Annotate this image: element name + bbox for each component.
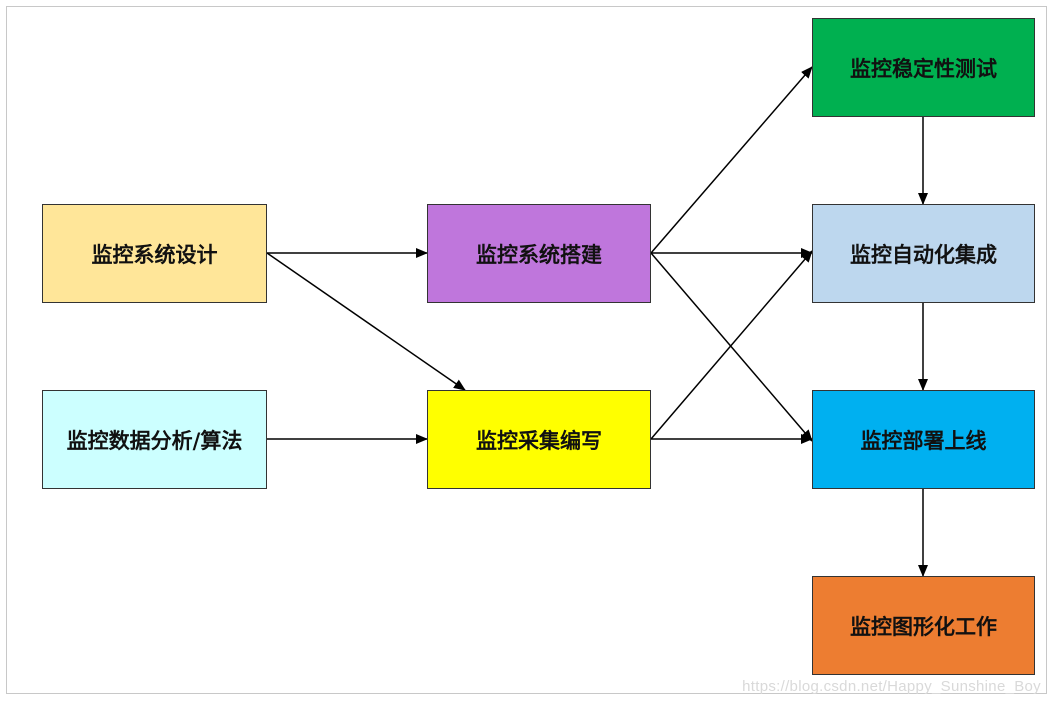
watermark: https://blog.csdn.net/Happy_Sunshine_Boy <box>742 678 1041 695</box>
edge-collect-automation <box>650 250 813 440</box>
edge-build-deploy <box>650 252 813 442</box>
edge-design-collect <box>266 252 466 391</box>
node-automation-label: 监控自动化集成 <box>850 241 997 267</box>
node-stability-label: 监控稳定性测试 <box>850 55 997 81</box>
node-automation: 监控自动化集成 <box>812 204 1035 303</box>
node-collect: 监控采集编写 <box>427 390 651 489</box>
node-build: 监控系统搭建 <box>427 204 651 303</box>
node-visualization: 监控图形化工作 <box>812 576 1035 675</box>
node-stability: 监控稳定性测试 <box>812 18 1035 117</box>
node-deploy-label: 监控部署上线 <box>860 427 987 453</box>
edge-build-stability <box>650 66 813 254</box>
node-collect-label: 监控采集编写 <box>476 427 602 453</box>
node-design-label: 监控系统设计 <box>91 241 218 267</box>
node-deploy: 监控部署上线 <box>812 390 1035 489</box>
node-build-label: 监控系统搭建 <box>476 241 602 267</box>
node-design: 监控系统设计 <box>42 204 267 303</box>
diagram-frame <box>6 6 1047 694</box>
node-analysis-label: 监控数据分析/算法 <box>66 427 243 453</box>
node-visualization-label: 监控图形化工作 <box>850 613 997 639</box>
node-analysis: 监控数据分析/算法 <box>42 390 267 489</box>
